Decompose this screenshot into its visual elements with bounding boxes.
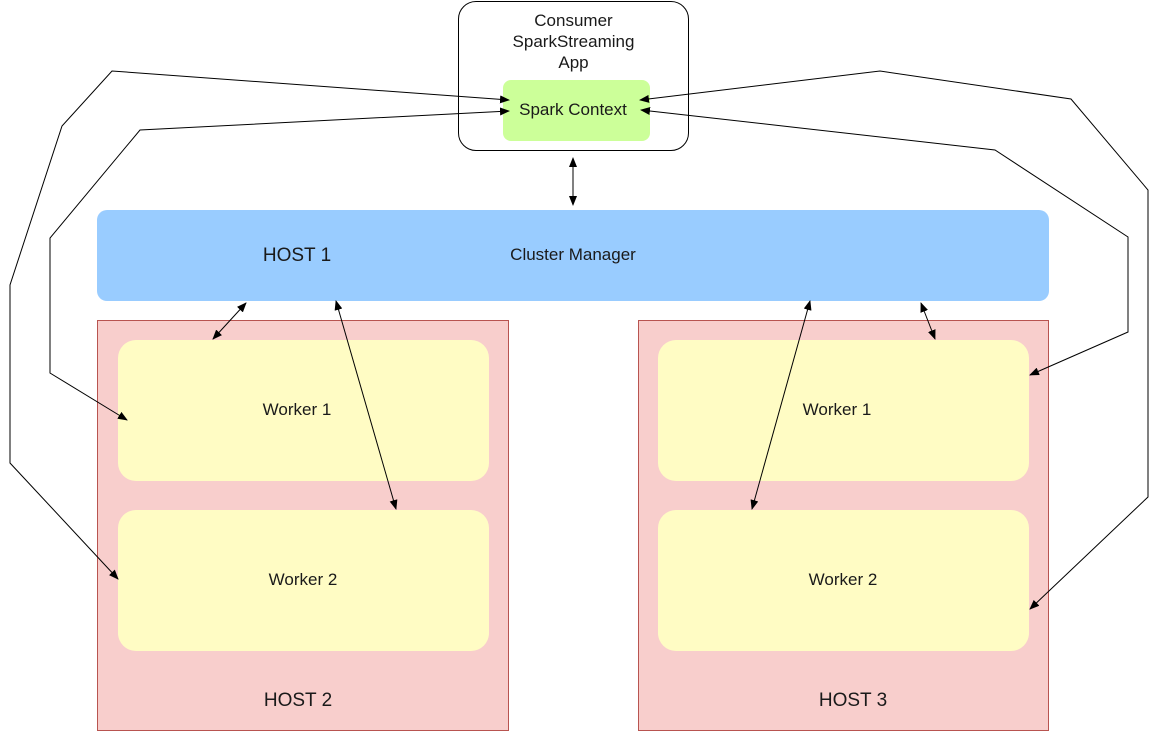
consumer-app-title: Consumer SparkStreaming App [512,11,635,72]
cluster-manager-label: Cluster Manager [510,245,636,264]
host-3-worker-1-label: Worker 1 [802,400,872,419]
host-2-worker-1-label: Worker 1 [262,400,332,419]
host-3-label: HOST 3 [818,690,888,711]
host-2-worker-2-label: Worker 2 [268,570,338,589]
spark-context-box [503,80,650,141]
host-1-label: HOST 1 [262,245,332,266]
spark-context-label: Spark Context [519,100,627,119]
host-3-worker-2-label: Worker 2 [808,570,878,589]
host-2-label: HOST 2 [263,690,333,711]
